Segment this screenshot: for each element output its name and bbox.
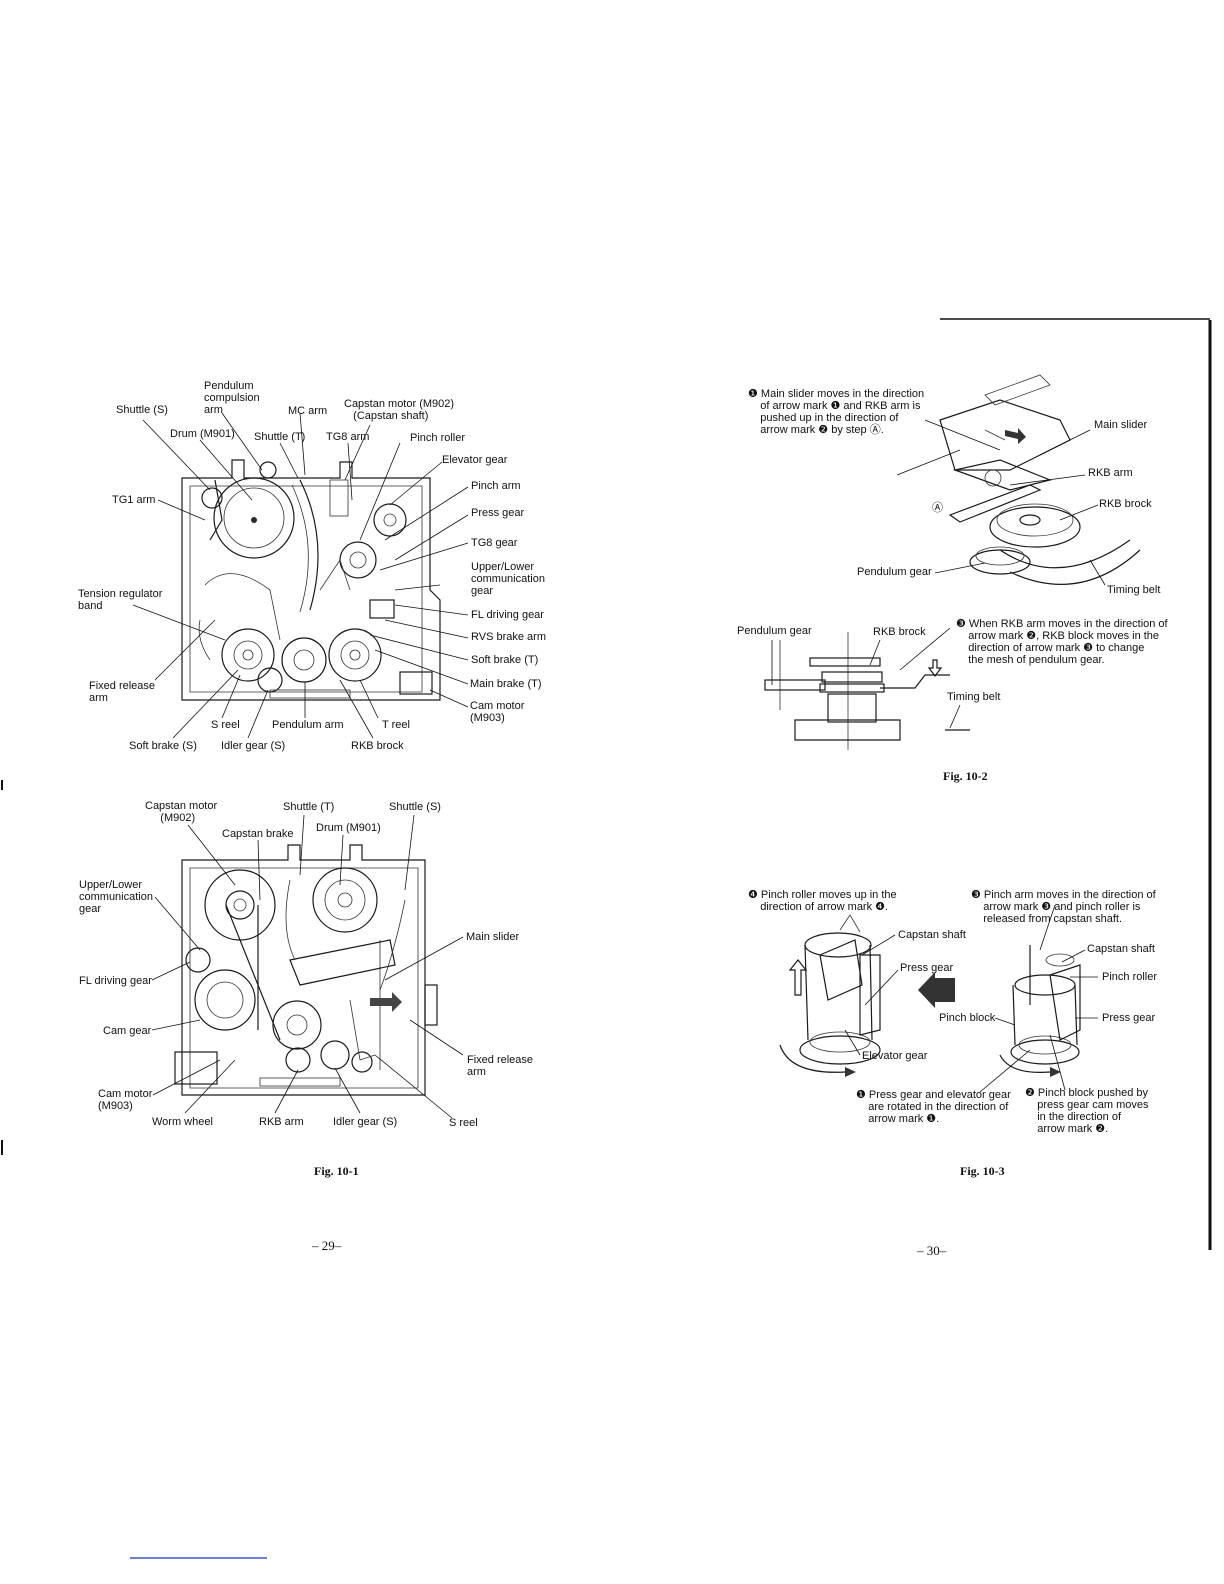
label-mc-arm: MC arm <box>288 405 328 417</box>
label-capstan-shaft-right: Capstan shaft <box>1087 943 1155 955</box>
label-capstan-motor: Capstan motor (M902) (Capstan shaft) <box>344 398 455 422</box>
label-drum: Drum (M901) <box>170 428 235 440</box>
label-step-a: Ⓐ <box>932 502 943 514</box>
page-number-left: – 29– <box>312 1238 342 1253</box>
label-b-worm-wheel: Worm wheel <box>152 1116 213 1128</box>
label-b-cam-gear: Cam gear <box>103 1025 152 1037</box>
label-pinch-roller: Pinch roller <box>410 432 466 444</box>
label-soft-brake-s: Soft brake (S) <box>129 740 197 752</box>
label-elevator-gear: Elevator gear <box>442 454 508 466</box>
label-t-reel: T reel <box>382 719 410 731</box>
fig10-2-upper-drawing <box>939 374 1141 585</box>
label-b-capstan-motor: Capstan motor (M902) <box>145 800 218 824</box>
label-b-upper-lower-gear: Upper/Lower communication gear <box>79 879 153 915</box>
label-pinch-roller: Pinch roller <box>1102 971 1158 983</box>
label-soft-brake-t: Soft brake (T) <box>471 654 539 666</box>
fig10-1-top-leaders <box>132 412 469 739</box>
page-number-right: – 30– <box>917 1243 947 1258</box>
label-rvs-brake-arm: RVS brake arm <box>471 631 546 643</box>
label-pendulum-compulsion-arm: Pendulum compulsion arm <box>204 380 260 416</box>
label-b-cam-motor: Cam motor (M903) <box>98 1088 153 1112</box>
label-b-shuttle-s: Shuttle (S) <box>389 801 441 813</box>
label-capstan-shaft-left: Capstan shaft <box>898 929 966 941</box>
fig10-3-leaders <box>844 904 1098 1093</box>
label-s-reel: S reel <box>211 719 240 731</box>
label-b-fixed-release-arm: Fixed release arm <box>467 1054 534 1078</box>
label-rkb-brock: RKB brock <box>351 740 404 752</box>
fig10-1-bottom-mechanism <box>174 844 438 1096</box>
fig10-2-leaders <box>896 419 1106 586</box>
fig10-1-bottom-leaders <box>151 814 464 1119</box>
caption-fig-10-1: Fig. 10-1 <box>314 1164 359 1178</box>
fig10-3-right-drawing <box>999 945 1081 1077</box>
fig10-2-note-1: ❶ Main slider moves in the direction of … <box>748 388 925 436</box>
label-pendulum-gear-upper: Pendulum gear <box>857 566 932 578</box>
label-idler-gear-s: Idler gear (S) <box>221 740 286 752</box>
label-pinch-arm: Pinch arm <box>471 480 521 492</box>
fig10-3-left-drawing <box>779 914 955 1077</box>
label-pendulum-arm: Pendulum arm <box>272 719 344 731</box>
fig10-2-lower-leaders <box>771 627 961 729</box>
label-tg8-gear: TG8 gear <box>471 537 518 549</box>
caption-fig-10-3: Fig. 10-3 <box>960 1164 1005 1178</box>
fig10-2-lower-drawing <box>764 632 970 750</box>
label-elevator-gear: Elevator gear <box>862 1050 928 1062</box>
label-upper-lower-gear: Upper/Lower communication gear <box>471 561 545 597</box>
label-press-gear: Press gear <box>471 507 525 519</box>
label-main-slider: Main slider <box>1094 419 1148 431</box>
fig10-2-note-2: ❸ When RKB arm moves in the direction of… <box>956 618 1168 666</box>
label-fl-driving-gear: FL driving gear <box>471 609 544 621</box>
label-timing-belt-upper: Timing belt <box>1107 584 1161 596</box>
label-main-brake-t: Main brake (T) <box>470 678 542 690</box>
label-rkb-arm: RKB arm <box>1088 467 1133 479</box>
fig10-3-note-2: ❷ Pinch block pushed by press gear cam m… <box>1025 1087 1149 1135</box>
label-b-s-reel: S reel <box>449 1117 478 1129</box>
label-b-drum: Drum (M901) <box>316 822 381 834</box>
fig10-3-note-1: ❶ Press gear and elevator gear are rotat… <box>856 1089 1011 1125</box>
label-tg8-arm: TG8 arm <box>326 431 370 443</box>
label-b-rkb-arm: RKB arm <box>259 1116 304 1128</box>
label-press-gear-left: Press gear <box>900 962 954 974</box>
label-shuttle-s: Shuttle (S) <box>116 404 168 416</box>
label-timing-belt-lower: Timing belt <box>947 691 1001 703</box>
label-rkb-brock-upper: RKB brock <box>1099 498 1152 510</box>
caption-fig-10-2: Fig. 10-2 <box>943 769 988 783</box>
label-b-capstan-brake: Capstan brake <box>222 828 294 840</box>
fig10-1-top-mechanism <box>181 459 441 701</box>
label-tension-band: Tension regulator band <box>78 588 163 612</box>
label-pendulum-gear-lower: Pendulum gear <box>737 625 812 637</box>
label-b-fl-driving-gear: FL driving gear <box>79 975 152 987</box>
label-tg1-arm: TG1 arm <box>112 494 156 506</box>
fig10-3-note-4: ❹ Pinch roller moves up in the direction… <box>748 889 897 913</box>
label-b-shuttle-t: Shuttle (T) <box>283 801 335 813</box>
label-rkb-brock-lower: RKB brock <box>873 626 926 638</box>
label-b-main-slider: Main slider <box>466 931 520 943</box>
label-pinch-block: Pinch block <box>939 1012 996 1024</box>
label-fixed-release-arm: Fixed release arm <box>89 680 156 704</box>
label-b-idler-gear-s: Idler gear (S) <box>333 1116 398 1128</box>
label-press-gear-right: Press gear <box>1102 1012 1156 1024</box>
label-shuttle-t: Shuttle (T) <box>254 431 306 443</box>
label-cam-motor: Cam motor (M903) <box>470 700 525 724</box>
fig10-3-note-3: ❸ Pinch arm moves in the direction of ar… <box>971 889 1156 925</box>
